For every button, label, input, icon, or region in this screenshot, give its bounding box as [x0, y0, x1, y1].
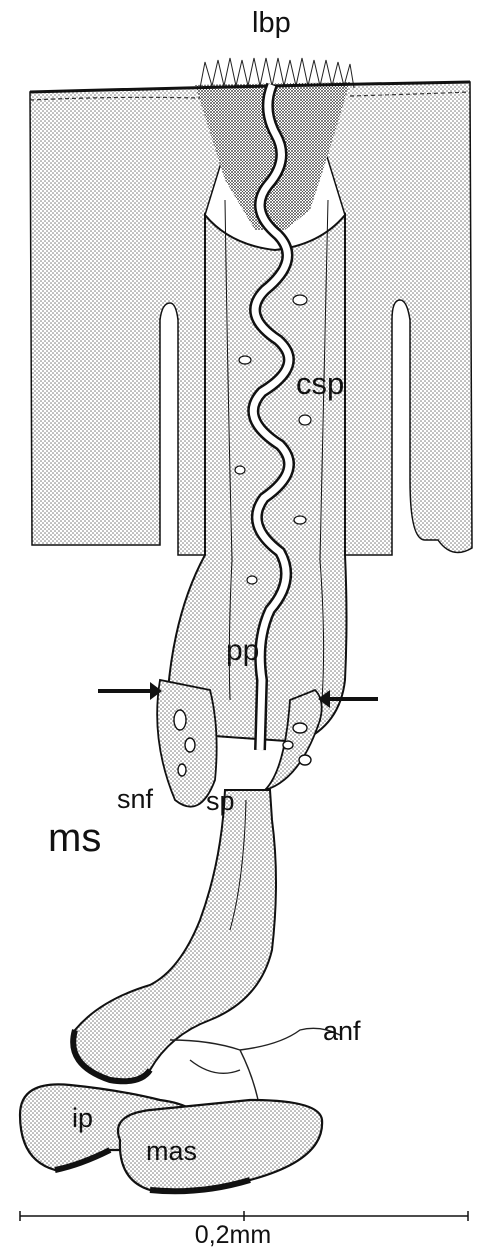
- label-mas: mas: [146, 1136, 197, 1166]
- label-lbp: lbp: [252, 7, 291, 39]
- right-arrow: [318, 690, 378, 708]
- label-ms: ms: [48, 816, 101, 860]
- label-anf: anf: [323, 1016, 361, 1046]
- stalk: [73, 790, 276, 1081]
- nerve-fibres: [170, 1028, 340, 1110]
- label-snf: snf: [117, 784, 154, 814]
- label-pp: pp: [226, 634, 259, 667]
- scale-bar: [20, 1211, 468, 1221]
- scale-bar-label: 0,2mm: [195, 1221, 271, 1247]
- label-csp: csp: [296, 366, 344, 401]
- label-sp: sp: [206, 786, 235, 816]
- label-ip: ip: [72, 1103, 93, 1133]
- left-arrow: [98, 682, 162, 700]
